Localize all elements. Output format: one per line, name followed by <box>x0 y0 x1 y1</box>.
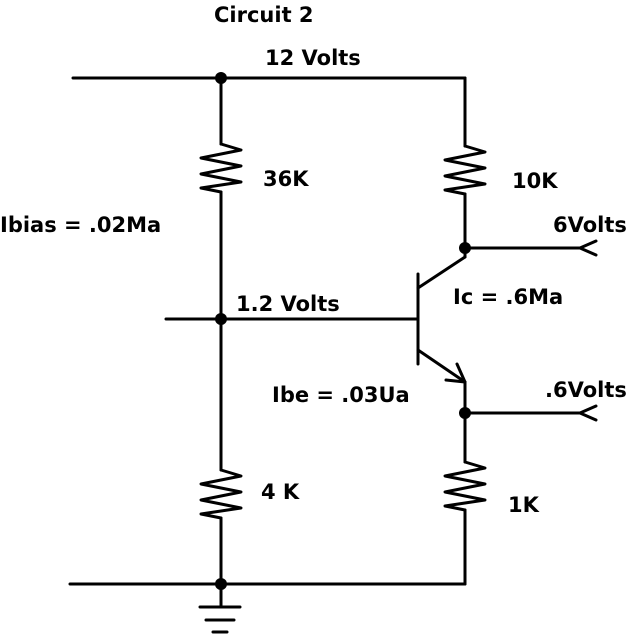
resistor-10k-label: 10K <box>512 169 558 193</box>
base-voltage-label: 1.2 Volts <box>236 292 340 316</box>
ic-label: Ic = .6Ma <box>453 285 563 309</box>
resistor-10k <box>443 144 487 196</box>
ibias-label: Ibias = .02Ma <box>0 213 161 237</box>
transistor-collector-lead <box>416 255 467 290</box>
junction-dot-emitter <box>459 407 471 419</box>
supply-voltage-label: 12 Volts <box>265 46 361 70</box>
resistor-1k <box>443 460 487 512</box>
transistor-emitter-lead <box>416 348 467 384</box>
circuit-title: Circuit 2 <box>214 3 314 27</box>
junction-dot-collector <box>459 242 471 254</box>
emitter-output-label: .6Volts <box>545 378 627 402</box>
resistor-4k <box>199 468 243 520</box>
resistor-1k-label: 1K <box>508 493 540 517</box>
resistor-36k-label: 36K <box>263 167 309 191</box>
junction-dot-base <box>215 313 227 325</box>
ibe-label: Ibe = .03Ua <box>272 383 410 407</box>
junction-dot-supply <box>215 72 227 84</box>
collector-output-label: 6Volts <box>553 213 627 237</box>
emitter-output-arrow <box>578 404 598 422</box>
collector-output-arrow <box>578 239 598 257</box>
junction-dot-ground <box>215 578 227 590</box>
resistor-4k-label: 4 K <box>261 480 300 504</box>
resistor-36k <box>199 142 243 194</box>
